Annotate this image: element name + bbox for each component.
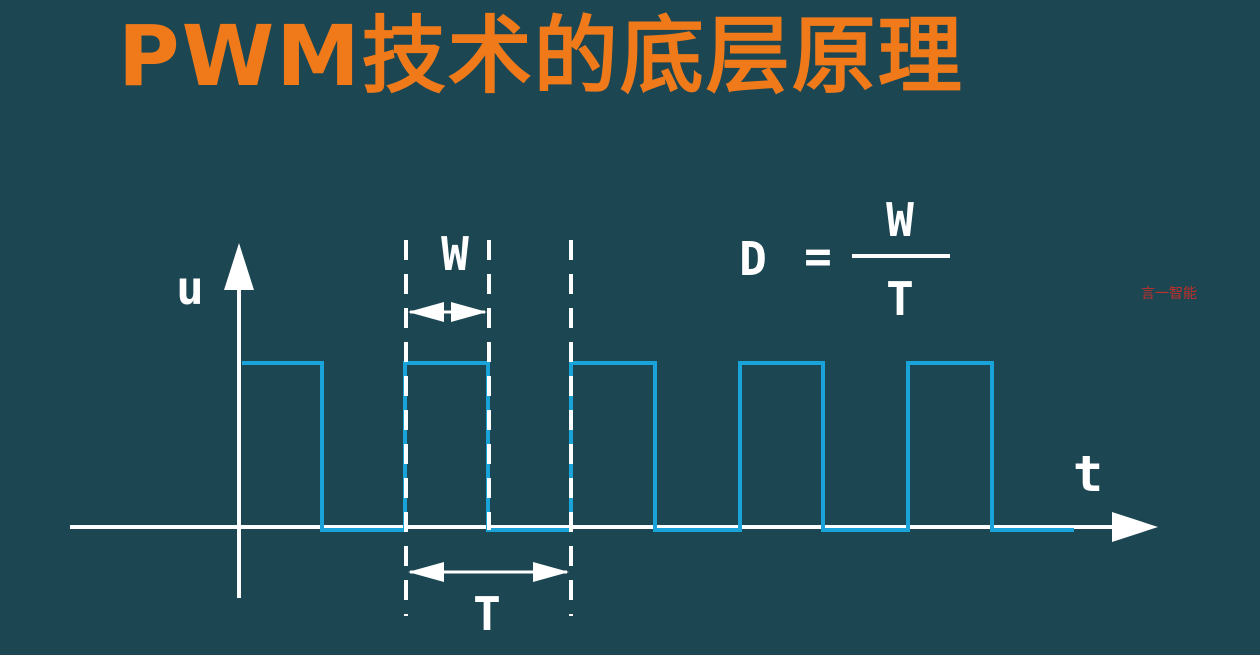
pwm-waveform <box>242 361 1074 532</box>
period-label: T <box>473 587 501 641</box>
y-axis-label: u <box>176 261 204 315</box>
x-axis-label: t <box>1073 445 1103 503</box>
pulse-width-label: W <box>441 227 469 281</box>
duty-cycle-formula: D = W T <box>739 193 950 326</box>
period-right-arrow-icon <box>533 562 569 582</box>
watermark: 言一智能 <box>1141 286 1197 302</box>
pulse-width-right-arrow-icon <box>451 302 487 322</box>
formula-lhs: D <box>739 232 767 286</box>
formula-numerator: W <box>886 193 914 247</box>
slide-title: PWM技术的底层原理 <box>118 7 964 105</box>
x-axis-arrow-icon <box>1112 512 1158 542</box>
pulse-width-left-arrow-icon <box>408 302 444 322</box>
formula-denominator: T <box>886 272 914 326</box>
formula-equals: = <box>804 229 832 283</box>
y-axis-arrow-icon <box>224 243 254 290</box>
period-left-arrow-icon <box>408 562 444 582</box>
